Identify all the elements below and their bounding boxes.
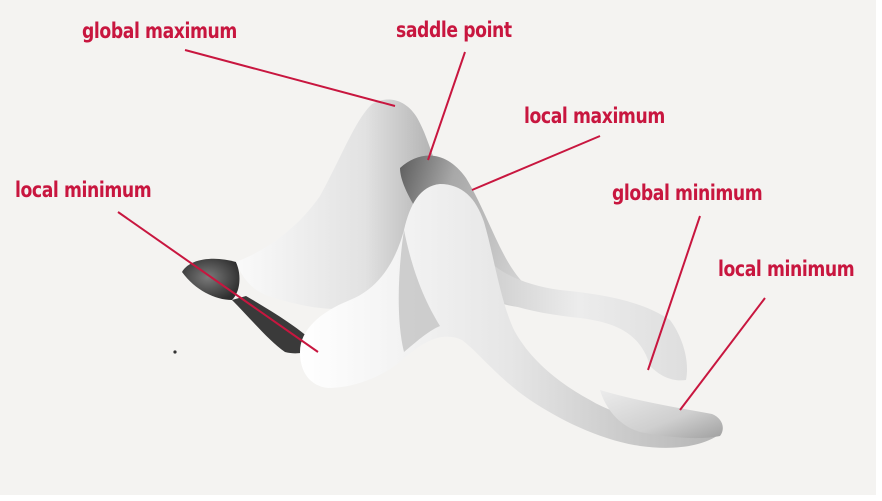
label-local-minimum-right: local minimum	[718, 259, 854, 280]
leader-global-maximum	[185, 50, 395, 106]
label-local-minimum-left: local minimum	[15, 180, 151, 201]
label-local-maximum: local maximum	[524, 106, 665, 127]
leader-saddle-point	[428, 52, 465, 160]
leader-local-maximum	[472, 136, 600, 190]
left-pit-shape	[182, 259, 239, 300]
label-global-maximum: global maximum	[82, 21, 237, 42]
leader-local-minimum-right	[680, 298, 765, 410]
speck-dot	[173, 350, 176, 353]
label-global-minimum: global minimum	[612, 183, 762, 204]
label-saddle-point: saddle point	[396, 20, 512, 41]
